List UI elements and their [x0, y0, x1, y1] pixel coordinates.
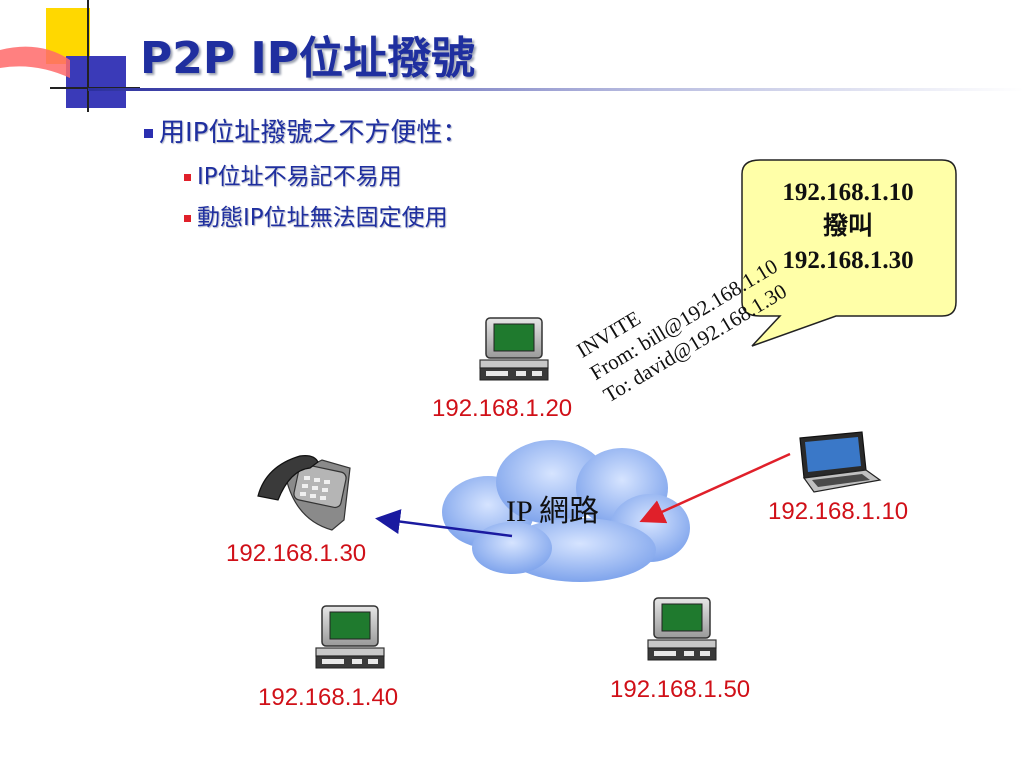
laptop-icon: [799, 431, 882, 493]
sub-bullet-text: 動態IP位址無法固定使用: [197, 205, 448, 231]
arrow-to-phone-blue: [375, 509, 513, 538]
ip-label-pc-bottom-right: 192.168.1.50: [610, 676, 751, 703]
bullet-main: 用IP位址撥號之不方便性：: [144, 112, 468, 149]
computer-icon: [479, 317, 549, 381]
cloud-label: IP 網路: [506, 495, 600, 528]
ip-label-pc-top: 192.168.1.20: [432, 395, 573, 422]
page-title: P2P IP位址撥號: [140, 33, 476, 84]
sub-bullet-1: IP位址不易記不易用: [184, 157, 402, 191]
title-divider: [88, 88, 1024, 91]
bullet-main-text: 用IP位址撥號之不方便性：: [159, 118, 469, 148]
ip-label-laptop: 192.168.1.10: [768, 498, 909, 525]
computer-icon: [315, 605, 385, 669]
callout-line-caller: 192.168.1.10: [782, 179, 914, 206]
callout-bubble: [741, 159, 957, 347]
callout-line-callee: 192.168.1.30: [782, 247, 914, 274]
arrow-invite-red: [639, 452, 791, 524]
computer-icon: [647, 597, 717, 661]
callout-text: 192.168.1.10 撥叫 192.168.1.30: [748, 176, 948, 278]
corner-decoration: [0, 0, 140, 112]
bullet-square-icon: [184, 215, 191, 222]
sub-bullet-2: 動態IP位址無法固定使用: [184, 198, 448, 232]
bullet-square-icon: [184, 174, 191, 181]
bullet-square-icon: [144, 129, 153, 138]
phone-icon: [257, 455, 351, 531]
ip-label-phone: 192.168.1.30: [226, 540, 367, 567]
callout-line-action: 撥叫: [822, 213, 873, 240]
sub-bullet-text: IP位址不易記不易用: [197, 164, 402, 190]
ip-label-pc-bottom-left: 192.168.1.40: [258, 684, 399, 711]
